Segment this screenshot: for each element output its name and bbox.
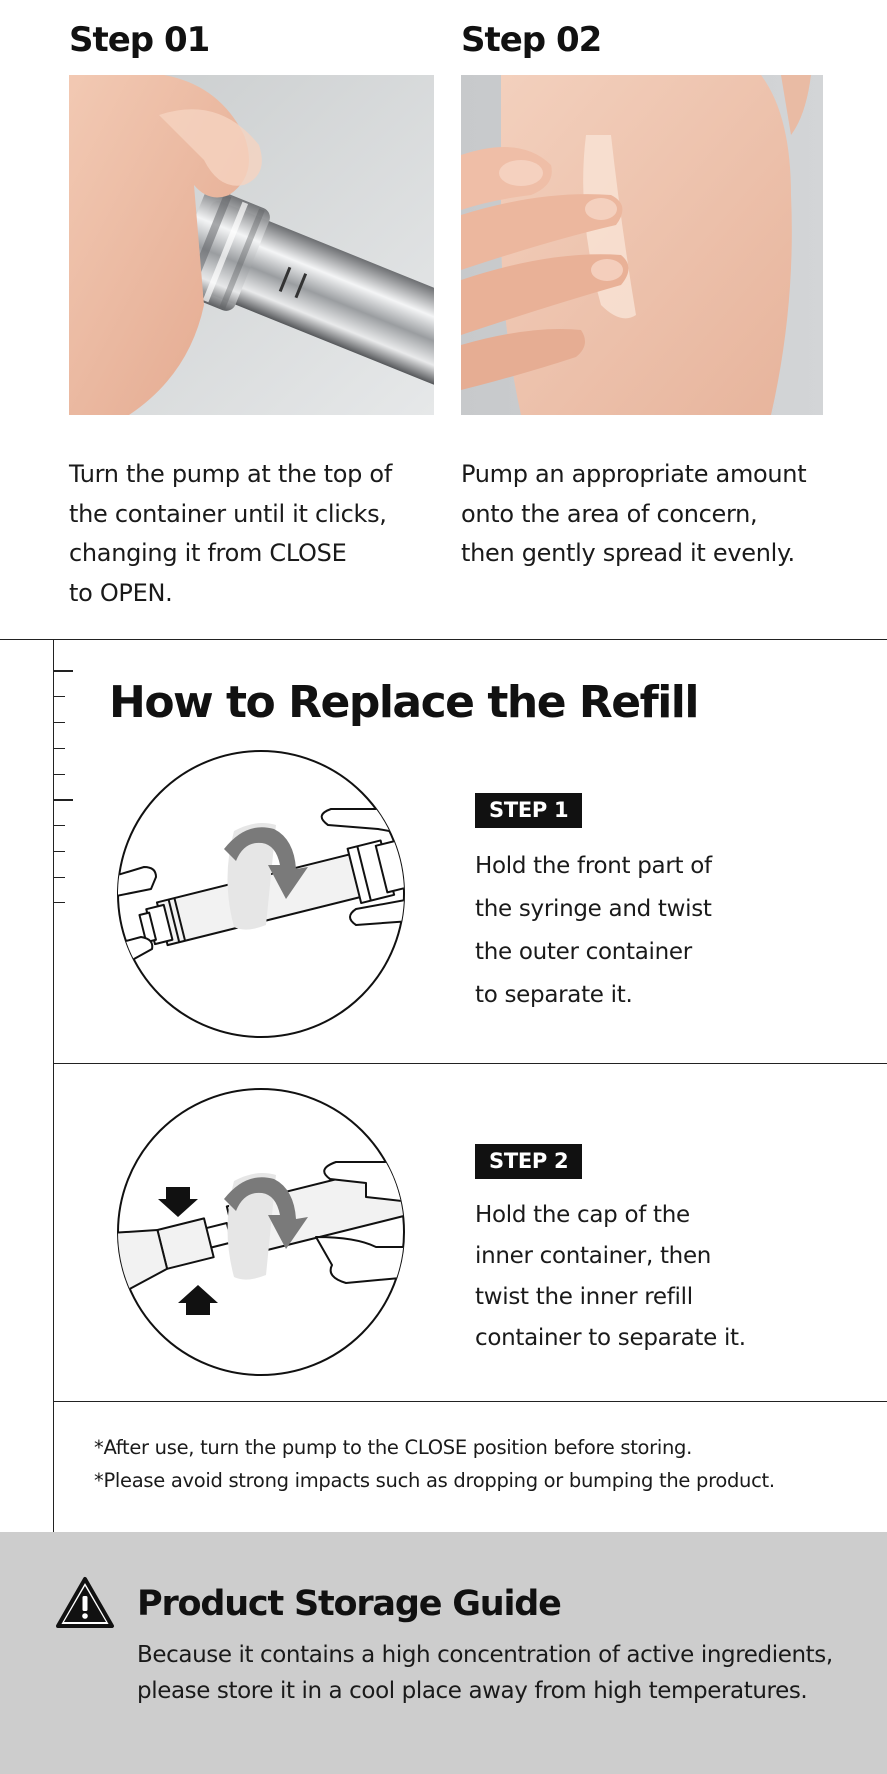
apply-serum-photo: [461, 75, 823, 415]
note-line: *After use, turn the pump to the CLOSE p…: [94, 1436, 693, 1459]
text-line: to separate it.: [475, 982, 633, 1008]
text-line: the outer container: [475, 939, 692, 965]
usage-step-2-heading: Step 02: [461, 20, 602, 60]
refill-step-2-text: Hold the cap of the inner container, the…: [475, 1195, 805, 1359]
note-line: *Please avoid strong impacts such as dro…: [94, 1469, 775, 1492]
usage-step-1: Step 01: [69, 20, 434, 607]
text-line: onto the area of concern,: [461, 499, 758, 528]
storage-title: Product Storage Guide: [137, 1584, 562, 1624]
divider: [53, 639, 54, 1532]
refill-step-1-text: Hold the front part of the syringe and t…: [475, 845, 805, 1017]
text-line: Pump an appropriate amount: [461, 460, 807, 488]
usage-step-2: Step 02: [461, 20, 826, 600]
text-line: Turn the pump at the top of: [69, 460, 392, 488]
text-line: to OPEN.: [69, 578, 173, 607]
text-line: inner container, then: [475, 1243, 712, 1269]
usage-step-1-heading: Step 01: [69, 20, 210, 60]
text-line: please store it in a cool place away fro…: [137, 1678, 808, 1704]
storage-guide: Product Storage Guide Because it contain…: [0, 1532, 887, 1774]
divider: [53, 1063, 887, 1064]
usage-step-1-text: Turn the pump at the top of the containe…: [69, 455, 429, 613]
text-line: container to separate it.: [475, 1325, 746, 1351]
text-line: changing it from CLOSE: [69, 539, 347, 567]
refill-step-1-badge: STEP 1: [475, 793, 583, 828]
twist-outer-container-illustration: [116, 749, 406, 1039]
text-line: then gently spread it evenly.: [461, 539, 795, 567]
refill-title: How to Replace the Refill: [109, 677, 699, 728]
text-line: twist the inner refill: [475, 1284, 693, 1310]
storage-text: Because it contains a high concentration…: [137, 1637, 833, 1709]
text-line: the syringe and twist: [475, 896, 712, 922]
text-line: Because it contains a high concentration…: [137, 1642, 833, 1668]
divider: [0, 639, 887, 640]
pump-turn-photo: [69, 75, 434, 415]
text-line: the container until it clicks,: [69, 499, 387, 528]
refill-section: How to Replace the Refill: [0, 639, 887, 1532]
text-line: Hold the cap of the: [475, 1202, 690, 1228]
twist-inner-refill-illustration: [116, 1087, 406, 1377]
refill-step-2-badge: STEP 2: [475, 1144, 583, 1179]
usage-notes: *After use, turn the pump to the CLOSE p…: [94, 1431, 775, 1497]
usage-step-2-text: Pump an appropriate amount onto the area…: [461, 455, 821, 574]
text-line: Hold the front part of: [475, 853, 712, 879]
divider: [53, 1401, 887, 1402]
warning-icon: [55, 1576, 115, 1630]
